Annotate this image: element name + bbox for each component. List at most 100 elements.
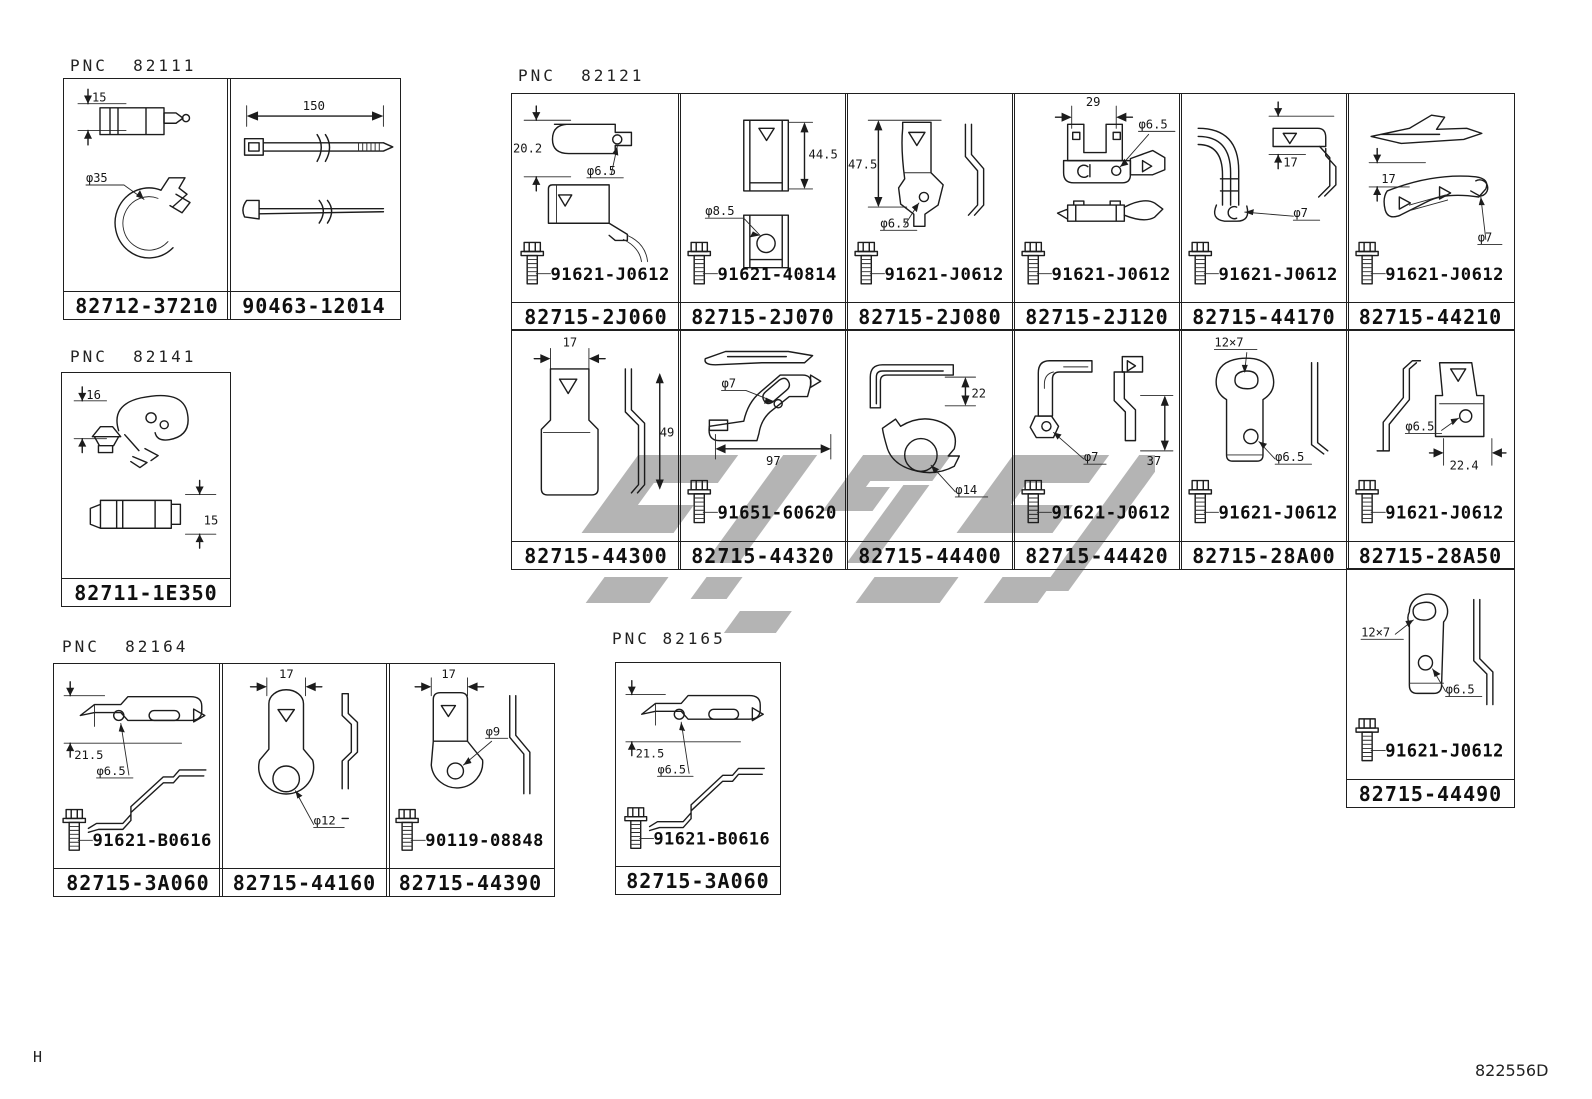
dimension-label: φ6.5 (1275, 450, 1304, 464)
dimension-label: φ6.5 (587, 164, 616, 178)
part-number: 82715-28A50 (1347, 541, 1514, 569)
dimension-label: φ8.5 (705, 204, 734, 218)
dimension-label: 37 (1147, 454, 1162, 468)
dimension-label: 21.5 (636, 747, 665, 761)
part-number: 82715-3A060 (54, 868, 222, 896)
part-drawing: 21.5 φ6.5 91621-B0616 (624, 680, 771, 849)
part-drawing: 29 φ6.5 91621-J0612 (1021, 95, 1176, 285)
part-number: 82715-2J080 (846, 302, 1014, 330)
watermark (581, 455, 1155, 633)
bolt-icon (1355, 241, 1379, 285)
bolt-icon (520, 241, 545, 285)
fastener-number: 91621-J0612 (550, 265, 669, 285)
bolt-icon (854, 241, 879, 285)
part-number: 82715-44420 (1013, 541, 1181, 569)
part-cell-82715-2J070: 44.5 φ8.5 91621-40814 82715-2J070 (678, 93, 848, 331)
part-drawing: 16 15 (73, 386, 219, 549)
part-number: 82715-44170 (1180, 302, 1348, 330)
pnc-header-82164: PNC 82164 (62, 637, 189, 656)
pnc-header-82121: PNC 82121 (518, 66, 645, 85)
bolt-icon (1021, 479, 1046, 524)
bolt-icon (624, 807, 648, 849)
part-number: 82715-44490 (1347, 779, 1514, 807)
part-drawing: 37 φ7 91621-J0612 (1021, 355, 1174, 524)
part-drawing: 15 φ35 (77, 88, 191, 259)
dimension-label: 17 (441, 667, 456, 681)
part-number: 82715-28A00 (1180, 541, 1348, 569)
dimension-label: φ35 (86, 171, 108, 185)
part-number: 82715-44300 (512, 541, 680, 569)
dimension-label: φ9 (486, 724, 501, 738)
bolt-icon (687, 241, 712, 285)
part-number: 82715-44320 (679, 541, 847, 569)
bolt-icon (1188, 479, 1213, 524)
fastener-number: 91621-B0616 (92, 831, 211, 851)
part-drawing: 22 φ14 (869, 364, 989, 498)
dimension-label: φ7 (1478, 230, 1493, 244)
dimension-label: φ7 (1293, 206, 1308, 220)
dimension-label: φ14 (955, 483, 977, 497)
footer-doc-number: 822556D (1475, 1061, 1549, 1080)
pnc-header-82111: PNC 82111 (70, 56, 197, 75)
fastener-number: 91621-J0612 (1385, 503, 1504, 523)
part-cell-82711-1E350: 16 15 82711-1E350 (61, 372, 231, 607)
bolt-icon (1355, 718, 1379, 762)
dimension-label: φ6.5 (657, 762, 686, 776)
part-number: 82715-2J070 (679, 302, 847, 330)
part-cell-82715-44210: 17 φ7 91621-J0612 82715-44210 (1346, 93, 1515, 331)
fastener-number: 91621-J0612 (1051, 265, 1170, 285)
bolt-icon (687, 479, 712, 524)
dimension-label: 17 (279, 667, 294, 681)
dimension-label: 16 (86, 388, 101, 402)
part-drawing: 47.5 φ6.5 91621-J0612 (848, 119, 1003, 285)
dimension-label: 15 (204, 513, 219, 527)
dimension-label: 47.5 (848, 158, 877, 172)
part-cell-82715-2J060: 20.2 φ6.5 91621-J0612 82715-2J060 (511, 93, 681, 331)
dimension-label: 49 (660, 425, 675, 439)
part-cell-82715-3A060-a: 21.5 φ6.5 91621-B0616 82715-3A060 (53, 663, 223, 897)
fastener-number: 91621-J0612 (884, 265, 1003, 285)
dimension-label: φ6.5 (1446, 682, 1475, 696)
fastener-number: 91621-40814 (717, 265, 836, 285)
fastener-number: 91621-J0612 (1385, 265, 1504, 285)
part-drawing: 17 φ9 90119-08848 (395, 667, 543, 851)
fastener-number: 91621-J0612 (1051, 503, 1170, 523)
fastener-number: 91621-B0616 (654, 828, 771, 848)
dimension-label: 12×7 (1214, 335, 1243, 349)
fastener-number: 91621-J0612 (1218, 503, 1337, 523)
part-number: 82711-1E350 (62, 578, 230, 606)
part-cell-82715-2J080: 47.5 φ6.5 91621-J0612 82715-2J080 (845, 93, 1015, 331)
part-cell-82715-44420: 37 φ7 91621-J0612 82715-44420 (1012, 329, 1182, 570)
dimension-label: 17 (1283, 156, 1298, 170)
part-cell-90463-12014: 150 90463-12014 (227, 78, 401, 320)
dimension-label: φ12 (314, 814, 336, 828)
part-number: 90463-12014 (228, 291, 400, 319)
dimension-label: φ6.5 (880, 216, 909, 230)
dimension-label: φ7 (722, 376, 737, 390)
part-cell-82715-28A50: φ6.5 22.4 91621-J0612 82715-28A50 (1346, 329, 1515, 570)
dimension-label: 12×7 (1361, 625, 1390, 639)
bolt-icon (62, 808, 87, 851)
dimension-label: φ7 (1084, 450, 1099, 464)
part-cell-82715-44390: 17 φ9 90119-08848 82715-44390 (386, 663, 555, 897)
dimension-label: φ6.5 (1405, 419, 1434, 433)
part-drawing: 17 φ12 (249, 667, 359, 828)
part-drawing: 150 (242, 98, 394, 224)
part-number: 82712-37210 (64, 291, 230, 319)
part-number: 82715-3A060 (616, 866, 780, 894)
part-drawing: φ7 97 91651-60620 (687, 350, 836, 524)
part-drawing: 17 φ7 91621-J0612 (1355, 114, 1504, 285)
dimension-label: 44.5 (809, 148, 838, 162)
part-number: 82715-44400 (846, 541, 1014, 569)
dimension-label: 29 (1086, 95, 1101, 109)
part-drawing: 12×7 φ6.5 91621-J0612 (1355, 593, 1503, 762)
part-drawing: 17 φ7 91621-J0612 (1188, 101, 1337, 285)
dimension-label: φ6.5 (1138, 117, 1167, 131)
part-drawing: φ6.5 22.4 91621-J0612 (1355, 360, 1507, 524)
part-cell-82715-44160: 17 φ12 82715-44160 (219, 663, 390, 897)
part-number: 82715-44390 (387, 868, 554, 896)
part-drawing: 17 49 (533, 335, 675, 496)
fastener-number: 91621-J0612 (1218, 265, 1337, 285)
part-number: 82715-2J120 (1013, 302, 1181, 330)
